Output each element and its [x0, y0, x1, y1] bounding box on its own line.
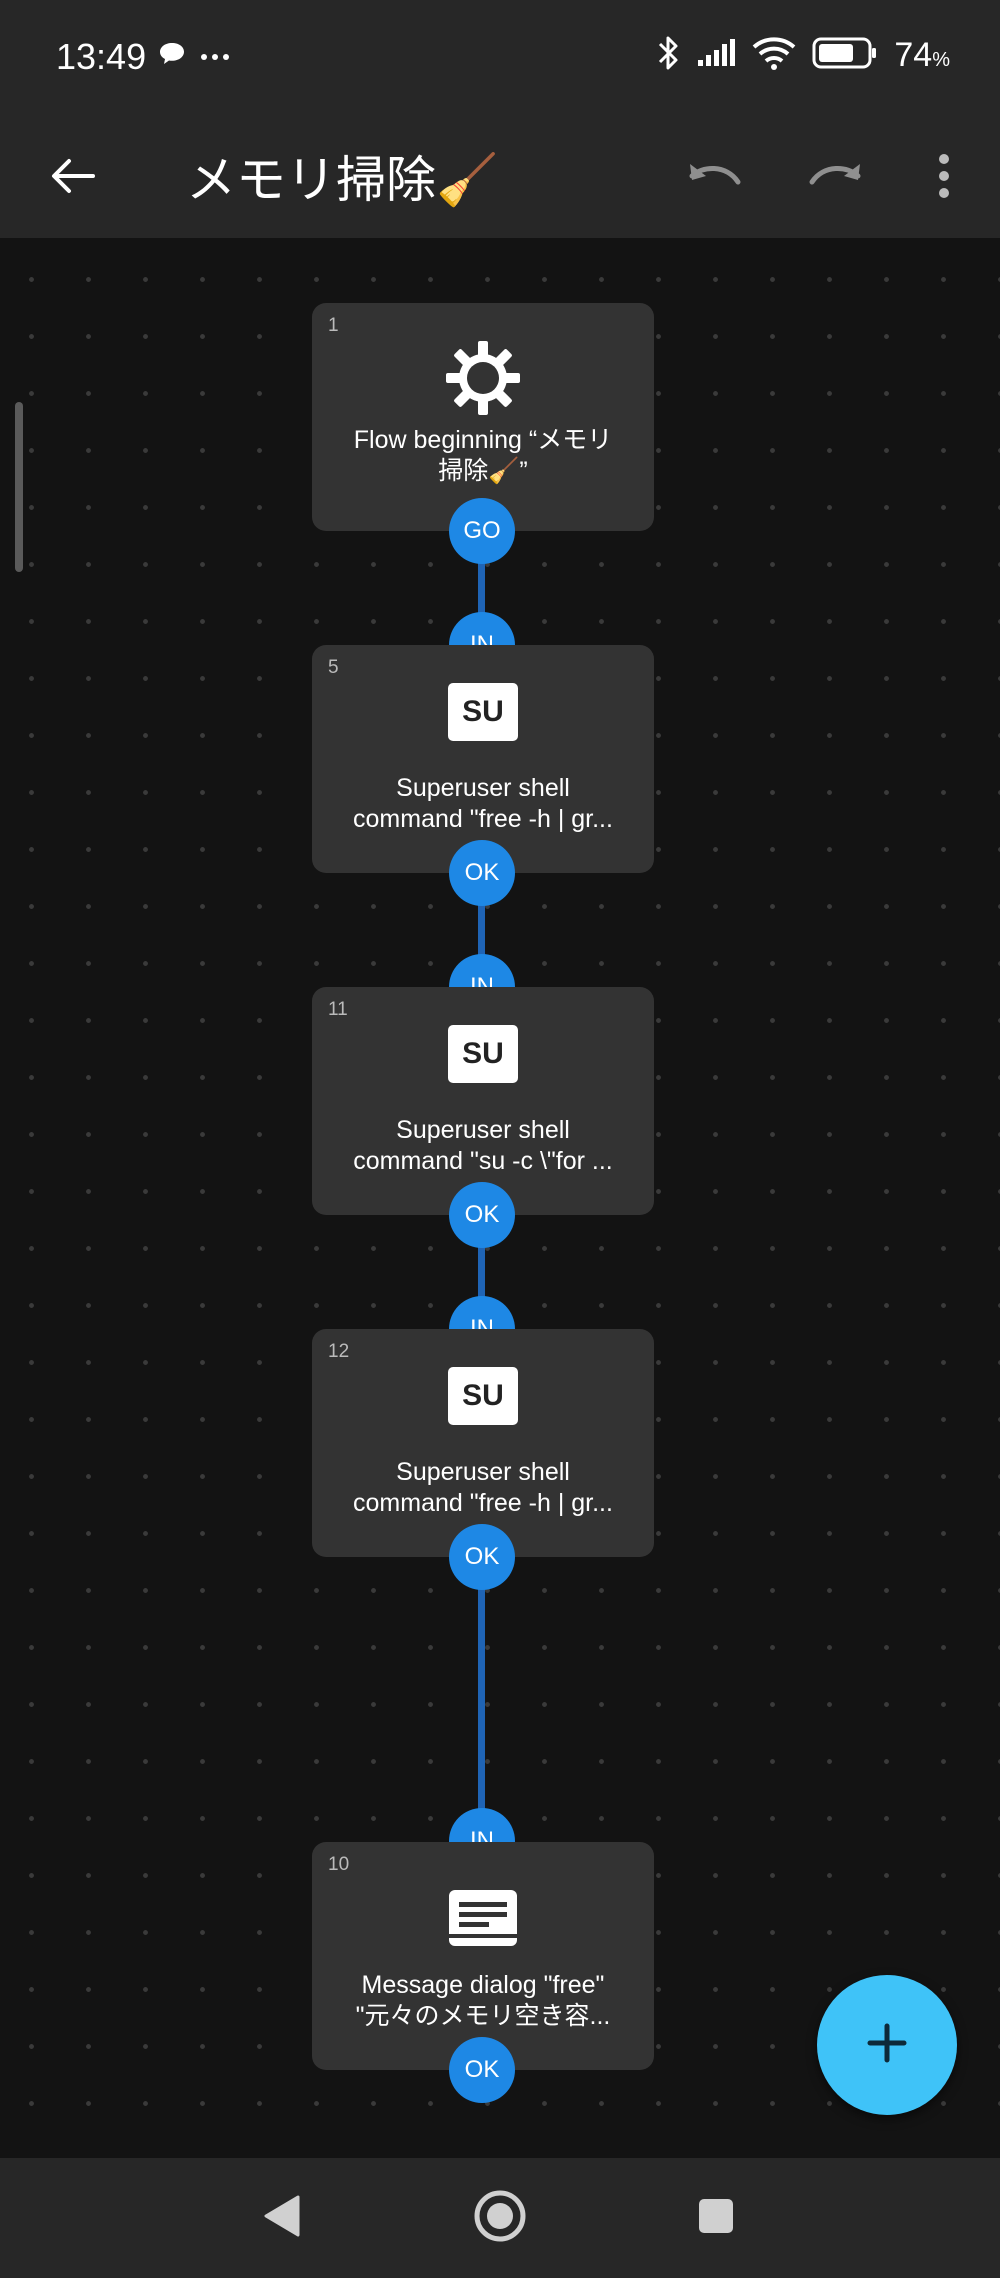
system-nav-bar: [0, 2158, 1000, 2278]
port-go[interactable]: GO: [449, 498, 515, 564]
status-notification-icons: [158, 40, 230, 72]
port-ok[interactable]: OK: [449, 1182, 515, 1248]
status-bar: 13:49 74%: [0, 0, 1000, 118]
node-description: Message dialog "free" "元々のメモリ空き容...: [355, 1971, 611, 2030]
flow-node-5[interactable]: 5 SU Superuser shell command "free -h | …: [312, 645, 654, 873]
battery-percentage: 74%: [894, 35, 950, 74]
node-description: Superuser shell command "su -c \"for ...: [353, 1116, 613, 1175]
connector-line: [478, 1586, 485, 1846]
overflow-menu-icon: [938, 153, 950, 203]
flow-node-12[interactable]: 12 SU Superuser shell command "free -h |…: [312, 1329, 654, 1557]
node-description: Superuser shell command "free -h | gr...: [353, 1458, 613, 1517]
gear-icon: [312, 339, 654, 417]
back-button[interactable]: [32, 138, 112, 218]
nav-recents-button[interactable]: [676, 2178, 756, 2258]
port-ok[interactable]: OK: [449, 840, 515, 906]
node-number: 10: [328, 1854, 350, 1875]
battery-icon: [812, 36, 878, 74]
scroll-indicator[interactable]: [15, 402, 23, 572]
node-number: 1: [328, 315, 339, 336]
node-description: Superuser shell command "free -h | gr...: [353, 774, 613, 833]
node-number: 5: [328, 657, 339, 678]
node-number: 12: [328, 1341, 350, 1362]
add-action-button[interactable]: [817, 1975, 957, 2115]
bluetooth-icon: [656, 34, 680, 76]
su-icon: SU: [312, 1025, 654, 1083]
signal-icon: [696, 38, 736, 72]
nav-home-icon: [473, 2189, 527, 2247]
app-bar: メモリ掃除🧹: [0, 118, 1000, 238]
flow-node-10[interactable]: 10 Message dialog "free" "元々のメモリ空き容...: [312, 1842, 654, 2070]
wifi-icon: [752, 36, 796, 74]
flow-node-1[interactable]: 1 Flow beginning “メモリ 掃除🧹”: [312, 303, 654, 531]
port-ok[interactable]: OK: [449, 1524, 515, 1590]
port-ok[interactable]: OK: [449, 2037, 515, 2103]
overflow-menu-button[interactable]: [904, 138, 984, 218]
nav-back-button[interactable]: [242, 2178, 322, 2258]
node-number: 11: [328, 999, 348, 1020]
connector-line: [478, 1244, 485, 1334]
connector-line: [478, 900, 485, 990]
nav-home-button[interactable]: [460, 2178, 540, 2258]
su-icon: SU: [312, 1367, 654, 1425]
plus-icon: [867, 2023, 907, 2067]
flow-node-11[interactable]: 11 SU Superuser shell command "su -c \"f…: [312, 987, 654, 1215]
nav-back-icon: [262, 2193, 302, 2243]
undo-icon: [686, 158, 742, 198]
connector-line: [478, 560, 485, 650]
status-system-icons: 74%: [656, 34, 950, 76]
node-description: Flow beginning “メモリ 掃除🧹”: [353, 426, 613, 485]
redo-icon: [808, 158, 864, 198]
back-arrow-icon: [49, 156, 95, 200]
nav-recents-icon: [696, 2196, 736, 2240]
page-title: メモリ掃除🧹: [186, 151, 499, 209]
message-dialog-icon: [312, 1888, 654, 1948]
su-icon: SU: [312, 683, 654, 741]
chat-bubble-icon: [158, 40, 186, 72]
redo-button[interactable]: [796, 138, 876, 218]
undo-button[interactable]: [674, 138, 754, 218]
more-dots-icon: [200, 47, 230, 66]
status-time: 13:49: [56, 36, 147, 77]
